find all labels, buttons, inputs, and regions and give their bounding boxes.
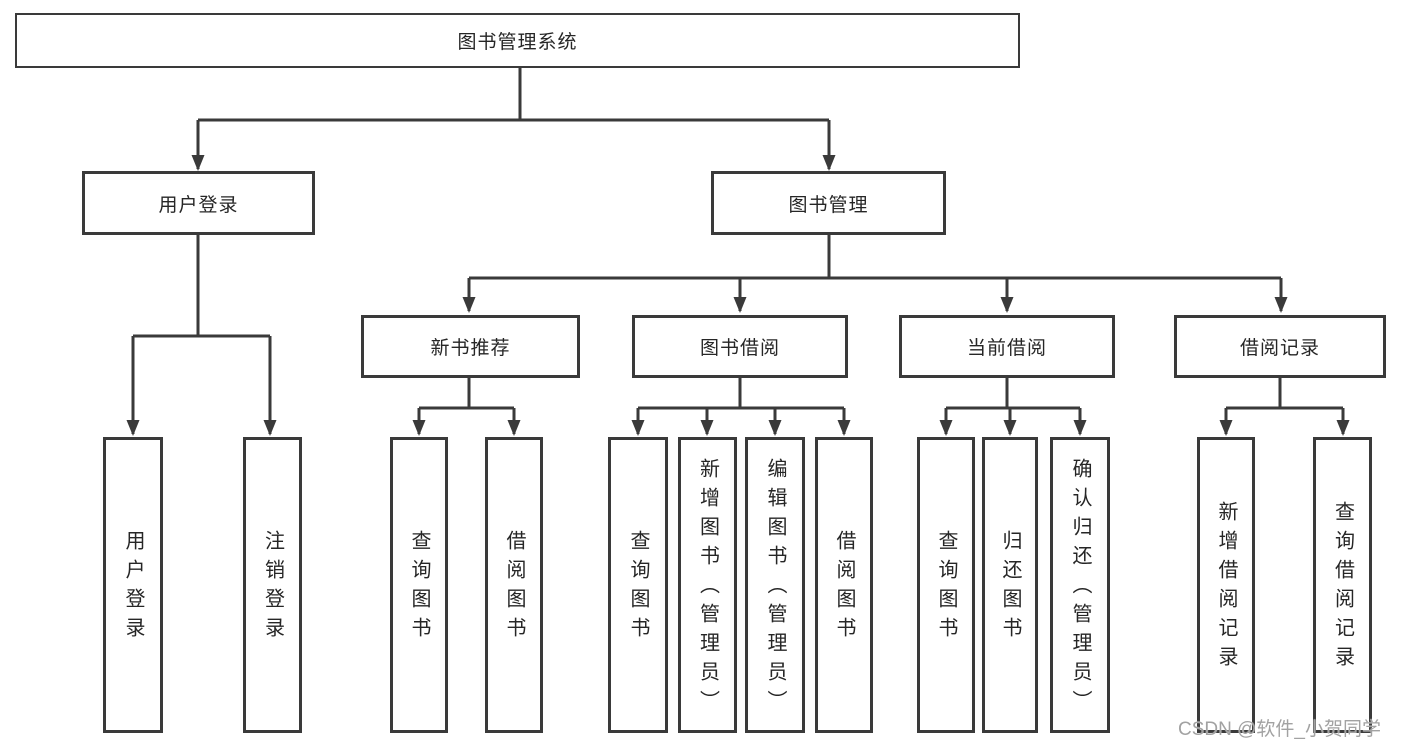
node-library-management-system: 图书管理系统 xyxy=(15,13,1020,68)
node-current-borrowing: 当前借阅 xyxy=(899,315,1115,378)
leaf-edit-books-admin: 编辑图书（管理员） xyxy=(745,437,805,733)
leaf-user-login: 用户登录 xyxy=(103,437,163,733)
leaf-confirm-return-admin: 确认归还（管理员） xyxy=(1050,437,1110,733)
node-new-book-recommendation: 新书推荐 xyxy=(361,315,580,378)
leaf-logout-login: 注销登录 xyxy=(243,437,302,733)
node-book-management: 图书管理 xyxy=(711,171,946,235)
leaf-borrow-books: 借阅图书 xyxy=(485,437,543,733)
leaf-add-books-admin: 新增图书（管理员） xyxy=(678,437,737,733)
node-user-login: 用户登录 xyxy=(82,171,315,235)
node-book-borrowing: 图书借阅 xyxy=(632,315,848,378)
leaf-return-books: 归还图书 xyxy=(982,437,1038,733)
leaf-borrow-books-2: 借阅图书 xyxy=(815,437,873,733)
leaf-query-borrow-record: 查询借阅记录 xyxy=(1313,437,1372,733)
leaf-query-books-2: 查询图书 xyxy=(608,437,668,733)
node-borrowing-records: 借阅记录 xyxy=(1174,315,1386,378)
leaf-query-books-3: 查询图书 xyxy=(917,437,975,733)
watermark: CSDN @软件_小贺同学 xyxy=(1178,719,1381,740)
leaf-add-borrow-record: 新增借阅记录 xyxy=(1197,437,1255,733)
leaf-query-books: 查询图书 xyxy=(390,437,448,733)
